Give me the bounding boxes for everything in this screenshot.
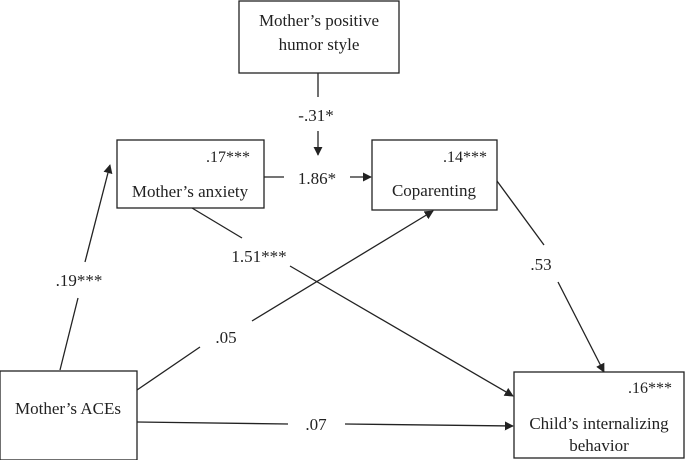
edge-coparenting-to-outcome <box>496 180 545 246</box>
edge-anxiety-to-outcome-arrow <box>289 265 514 397</box>
edge-aces-to-coparenting-arrow <box>251 210 434 322</box>
node-coparenting: .14*** Coparenting <box>371 139 498 211</box>
coparenting-label: Coparenting <box>392 181 477 200</box>
edge-anxiety-to-outcome <box>191 207 243 239</box>
humor-style-line1: Mother’s positive <box>259 11 379 30</box>
coef-humor-moderation: -.31* <box>298 106 333 125</box>
coef-coparenting-to-outcome: .53 <box>530 255 551 274</box>
edge-aces-to-coparenting <box>136 346 201 391</box>
node-mothers-aces: Mother’s ACEs <box>0 370 138 460</box>
edge-aces-to-anxiety-arrow <box>84 164 113 263</box>
coef-aces-to-coparenting: .05 <box>215 328 236 347</box>
node-mothers-anxiety: .17*** Mother’s anxiety <box>116 139 265 209</box>
humor-style-line2: humor style <box>279 35 360 54</box>
outcome-line1: Child’s internalizing <box>529 414 669 433</box>
coef-aces-to-anxiety: .19*** <box>56 271 103 290</box>
coef-aces-to-outcome: .07 <box>305 415 327 434</box>
anxiety-label: Mother’s anxiety <box>132 182 249 201</box>
coparenting-r2: .14*** <box>443 149 487 166</box>
edge-aces-to-outcome-arrow <box>344 421 514 431</box>
anxiety-r2: .17*** <box>206 149 250 166</box>
coef-anxiety-to-coparenting: 1.86* <box>298 169 336 188</box>
edge-aces-to-anxiety <box>59 297 79 371</box>
outcome-r2: .16*** <box>628 380 672 397</box>
node-humor-style: Mother’s positive humor style <box>238 0 400 74</box>
node-child-internalizing: .16*** Child’s internalizing behavior <box>513 371 685 459</box>
outcome-line2: behavior <box>569 436 629 455</box>
edge-aces-to-outcome <box>136 421 289 425</box>
edge-coparenting-to-outcome-arrow <box>557 281 605 373</box>
aces-label: Mother’s ACEs <box>15 399 121 418</box>
coef-anxiety-to-outcome: 1.51*** <box>231 247 286 266</box>
